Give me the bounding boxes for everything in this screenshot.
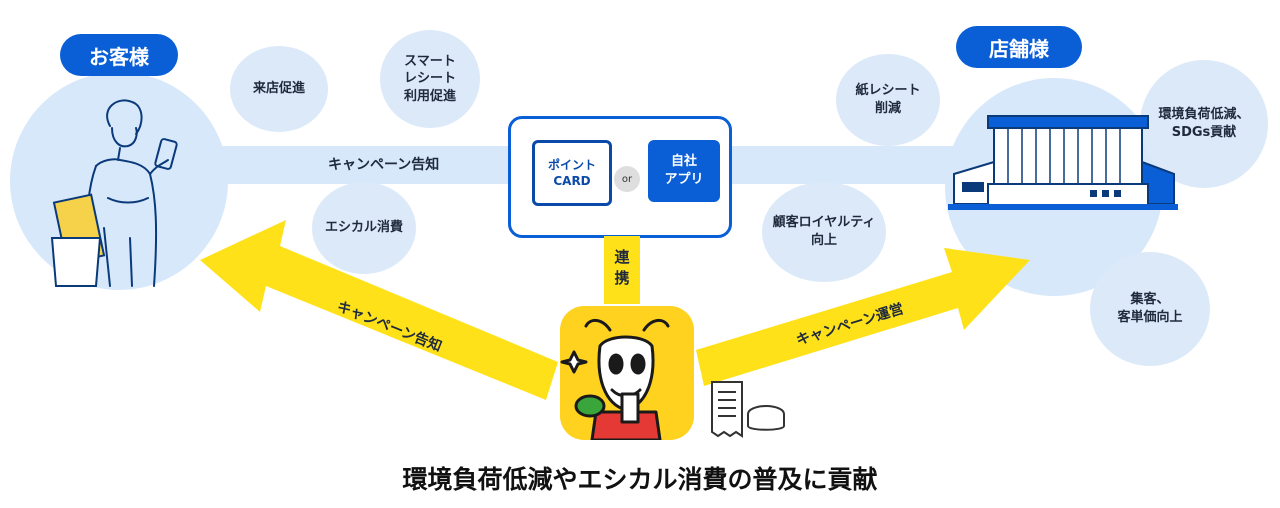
connection-band-left — [180, 146, 520, 184]
bubble-customer-attraction: 集客、 客単価向上 — [1090, 252, 1210, 366]
bubble-ethical-consumption: エシカル消費 — [312, 182, 416, 274]
point-card-option: ポイント CARD — [532, 140, 612, 206]
campaign-operation-arrow — [696, 248, 1030, 386]
bubble-visit-promotion: 来店促進 — [230, 46, 328, 132]
campaign-notice-arrow — [200, 220, 558, 400]
customer-illustration — [50, 99, 178, 287]
customer-label: お客様 — [60, 34, 178, 76]
or-badge: or — [614, 166, 640, 192]
mascot-app-icon — [560, 306, 694, 442]
linkage-connector: 連携 — [604, 236, 640, 304]
store-building-illustration — [948, 115, 1178, 210]
customer-circle — [10, 72, 228, 290]
bubble-paper-reduction: 紙レシート 削減 — [836, 54, 940, 146]
goat-mascot-icon — [560, 319, 670, 442]
own-app-option: 自社 アプリ — [648, 140, 720, 202]
band-label: キャンペーン告知 — [328, 157, 440, 173]
bubble-environment-sdgs: 環境負荷低減、 SDGs貢献 — [1140, 60, 1268, 188]
bubble-smart-receipt: スマート レシート 利用促進 — [380, 30, 480, 128]
receipt-coins-icon — [711, 381, 785, 438]
store-label: 店舗様 — [956, 26, 1082, 68]
footer-message: 環境負荷低減やエシカル消費の普及に貢献 — [402, 465, 878, 494]
bubble-customer-loyalty: 顧客ロイヤルティ 向上 — [762, 182, 886, 282]
